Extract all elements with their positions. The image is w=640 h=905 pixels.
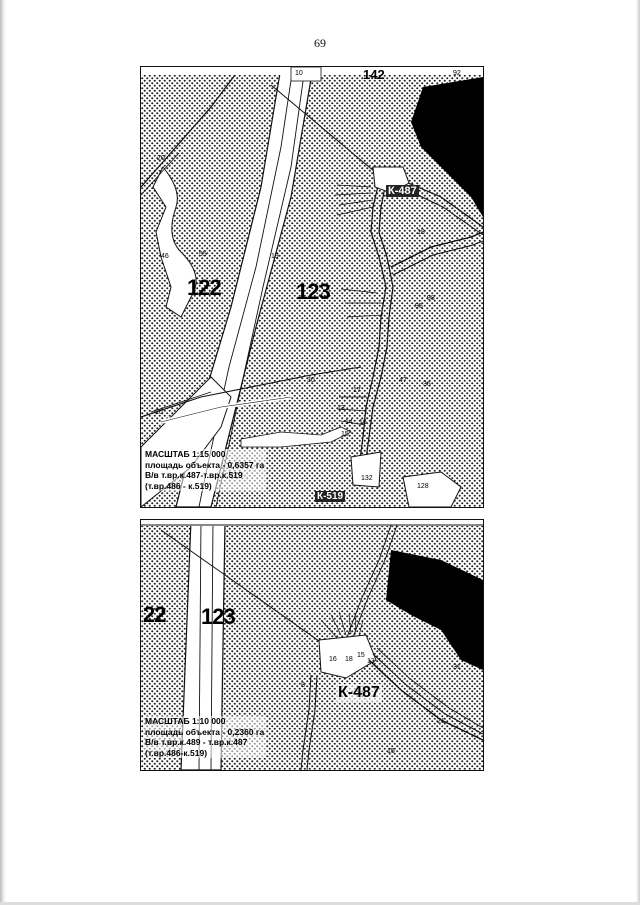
legend-range: (т.вр.486-к.519) [145,747,208,758]
scan-edge-left [0,0,6,905]
small-label: 8 [301,682,305,689]
map-bottom: 22 123 К-487 16 18 15 13 31 21 15 8 МАСШ… [140,519,484,771]
parcel-label-123: 123 [296,279,331,304]
small-label: 132 [361,475,373,482]
small-label: 13 [337,405,345,412]
road-code-label: 142 [363,67,385,82]
small-label: 21 [437,718,445,725]
small-label: 16 [329,656,337,663]
legend-range: (т.вр.486 - к.519) [145,480,212,491]
small-label: 19 [271,253,279,260]
small-label: 31 [453,664,461,671]
small-label: 15 [357,652,365,659]
legend-route: В/в т.вр.к.489 - т.вр.к.487 [145,737,248,747]
small-label: 14 [345,419,353,426]
parcel-label-123: 123 [201,604,236,629]
corridor [180,520,226,770]
legend-area: площадь объекта - 0,2360 га [145,726,265,737]
map-top-drawing [141,67,483,507]
object-label-k487: К-487 [386,185,419,197]
small-label: 10 [295,70,303,77]
map-legend: МАСШТАБ 1:10 000 площадь объекта - 0,236… [143,716,267,758]
small-label: 31 [466,175,474,182]
object-label-k487: К-487 [336,684,382,702]
small-label: 18 [417,229,425,236]
small-label: 20 [157,155,165,162]
small-label: 92 [453,70,461,77]
small-label: 15 [387,748,395,755]
small-label: 13 [367,658,375,665]
map-top: 122 123 К-487 К-519 142 10 92 31 19 46 5… [140,66,484,508]
page-number: 69 [314,36,326,50]
small-label: 128 [417,483,429,490]
scan-edge-right [636,0,640,905]
small-label: 18 [345,656,353,663]
small-label: 46 [161,253,169,260]
legend-area: площадь объекта - 0,6357 га [145,459,265,470]
legend-scale: МАСШТАБ 1:10 000 [145,716,226,726]
scan-edge-bottom [0,902,640,905]
small-label: 95 [415,303,423,310]
small-label: 47 [399,377,407,384]
map-bottom-drawing [141,520,483,770]
legend-route: В/в т.вр.к.487-т.вр.к.519 [145,470,243,480]
small-label: 16 [359,419,367,426]
legend-scale: МАСШТАБ 1:15 000 [145,449,226,459]
small-label: 20 [155,409,163,416]
small-label: 55 [199,251,207,258]
parcel-label-122: 122 [187,275,222,300]
small-label: 36 [423,381,431,388]
stream-clearing [152,166,197,318]
water-body [411,77,483,217]
parcel-label-22: 22 [143,602,167,627]
small-label: 15 [341,431,349,438]
map-legend: МАСШТАБ 1:15 000 площадь объекта - 0,635… [143,449,267,491]
water-body [386,550,483,670]
object-label-k519: К-519 [315,491,346,502]
small-label: 17 [353,387,361,394]
small-label: 98 [427,295,435,302]
small-label: 30 [307,377,315,384]
